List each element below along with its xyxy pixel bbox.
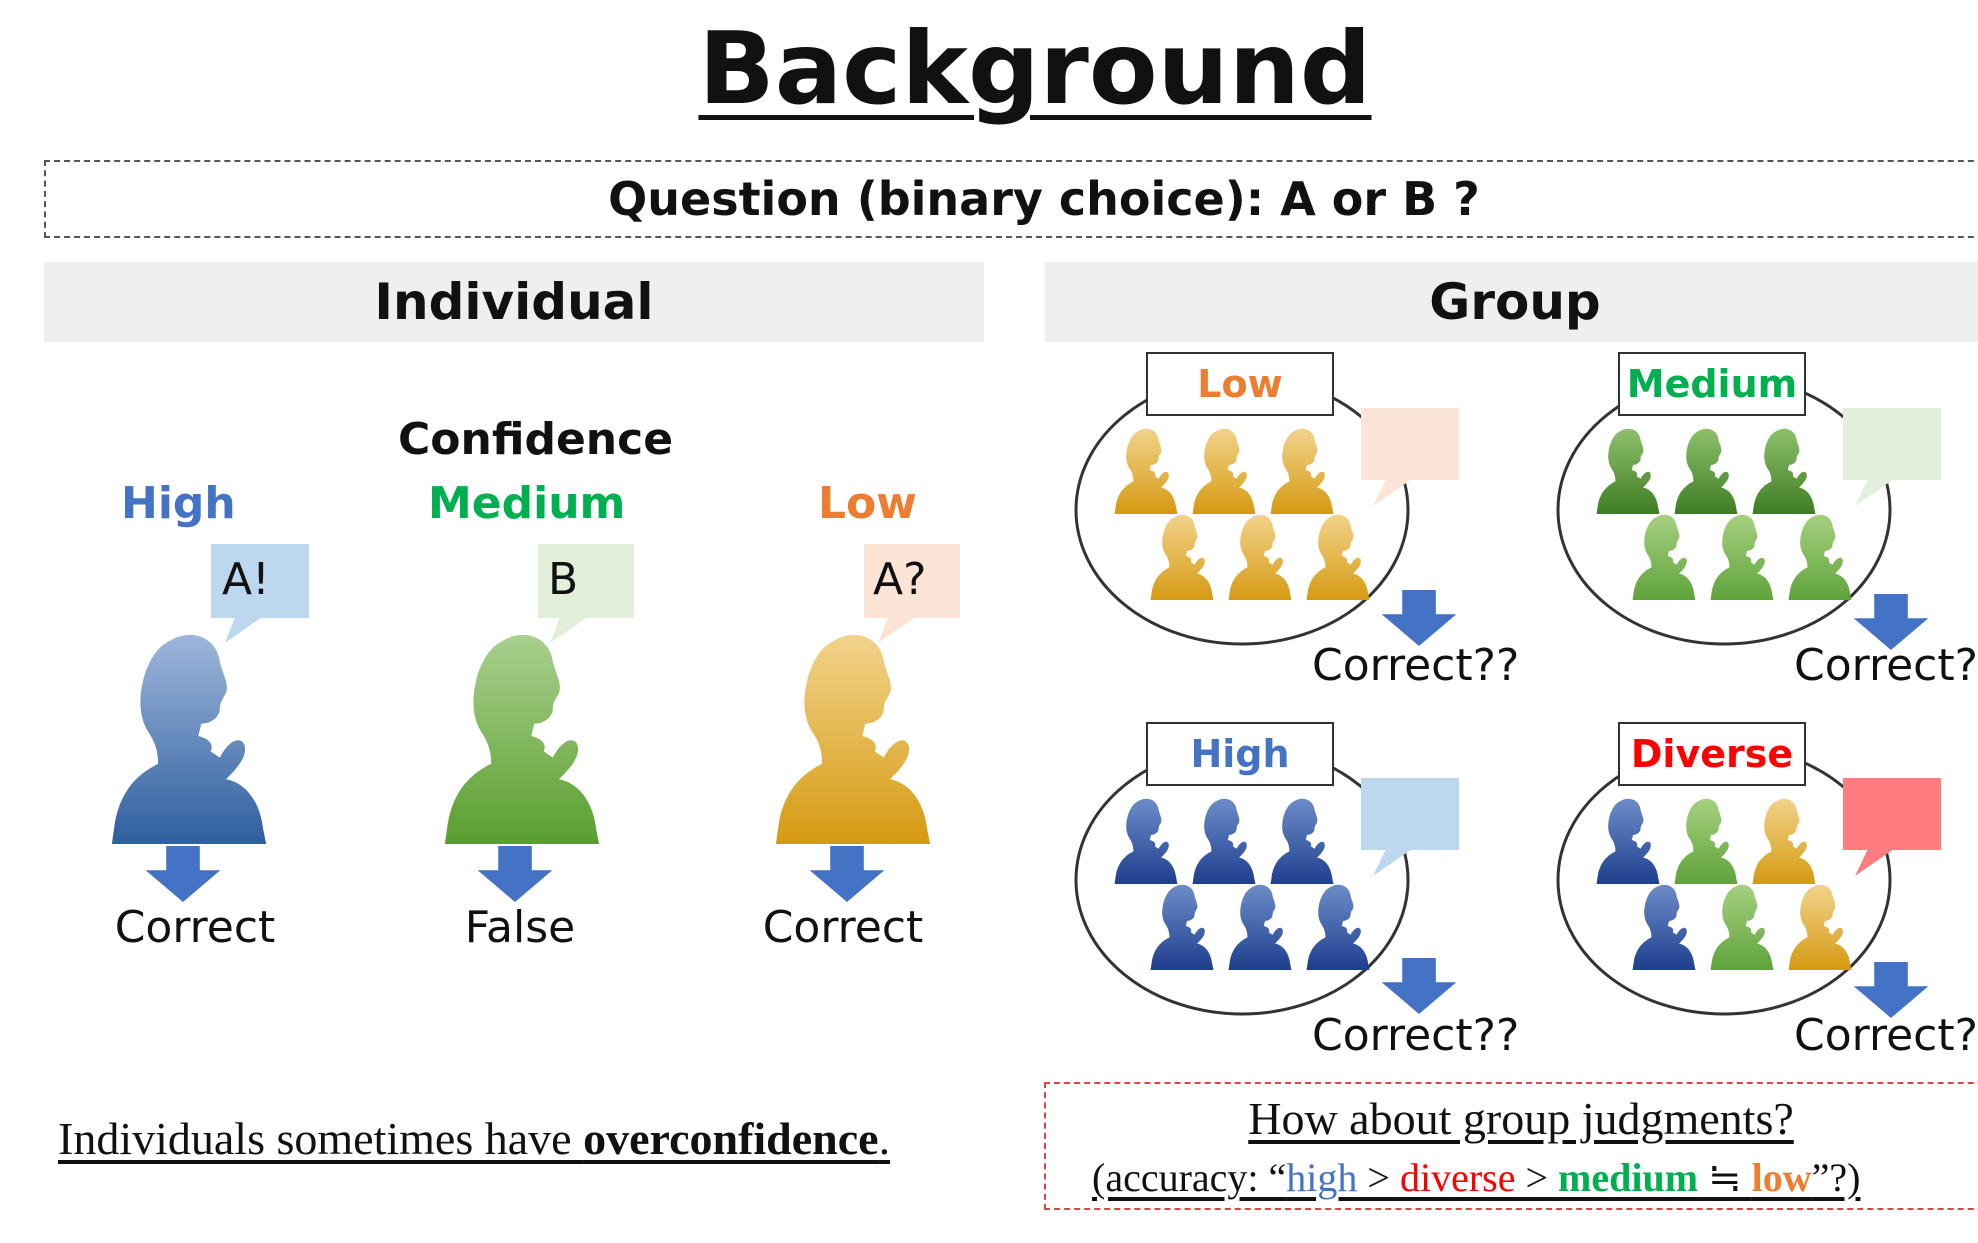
thinking-person-icon-low xyxy=(775,634,931,844)
accuracy-gt2: > xyxy=(1515,1155,1559,1200)
level-label-medium: Medium xyxy=(428,478,626,529)
result-low: Correct xyxy=(762,902,924,953)
group-question-line1: How about group judgments? xyxy=(1248,1093,1794,1144)
speech-bubble-medium xyxy=(538,544,634,643)
thinking-person-icon-medium xyxy=(444,634,600,844)
individual-note: Individuals sometimes have overconfidenc… xyxy=(58,1112,890,1165)
page-title: Background xyxy=(698,10,1372,127)
answer-text-low: A? xyxy=(873,554,927,605)
group-label-low: Low xyxy=(1146,352,1334,416)
down-arrow-icon xyxy=(477,846,553,902)
accuracy-high: high xyxy=(1286,1155,1358,1200)
accuracy-diverse: diverse xyxy=(1399,1155,1516,1200)
down-arrow-icon xyxy=(145,846,221,902)
individual-note-suffix: . xyxy=(878,1113,891,1164)
answer-text-high: A! xyxy=(222,554,270,605)
individual-note-emphasis: overconfidence xyxy=(583,1113,879,1164)
question-box: Question (binary choice): A or B ? xyxy=(44,160,1978,238)
speech-bubble-low xyxy=(864,544,960,643)
group-diverse xyxy=(1556,744,1941,1018)
level-label-low: Low xyxy=(818,478,917,529)
accuracy-gt1: > xyxy=(1357,1155,1400,1200)
level-label-high: High xyxy=(121,478,236,529)
group-question-line2: (accuracy: “high > diverse > medium ≒ lo… xyxy=(1092,1154,1860,1201)
accuracy-open: (accuracy: “ xyxy=(1092,1155,1287,1200)
group-label-high: High xyxy=(1146,722,1334,786)
accuracy-approx: ≒ xyxy=(1698,1155,1752,1200)
accuracy-medium: medium xyxy=(1558,1155,1699,1200)
individual-header: Individual xyxy=(44,262,984,342)
speech-bubble-high xyxy=(211,544,309,643)
group-header: Group xyxy=(1045,262,1978,342)
group-question-box: How about group judgments? (accuracy: “h… xyxy=(1044,1082,1978,1210)
accuracy-close: ”?) xyxy=(1811,1155,1861,1200)
confidence-label: Confidence xyxy=(398,414,674,465)
group-result-diverse: Correct?? xyxy=(1794,1010,1978,1061)
result-medium: False xyxy=(464,902,576,953)
group-high xyxy=(1074,744,1459,1016)
group-result-medium: Correct?? xyxy=(1794,640,1978,691)
group-medium xyxy=(1556,374,1941,650)
group-label-diverse: Diverse xyxy=(1618,722,1806,786)
individual-note-prefix: Individuals sometimes have xyxy=(58,1113,584,1164)
group-result-high: Correct?? xyxy=(1312,1010,1520,1061)
group-label-medium: Medium xyxy=(1618,352,1806,416)
accuracy-low: low xyxy=(1751,1155,1812,1200)
group-result-low: Correct?? xyxy=(1312,640,1520,691)
thinking-person-icon-high xyxy=(111,634,267,844)
down-arrow-icon xyxy=(809,846,885,902)
group-low xyxy=(1074,374,1459,646)
result-high: Correct xyxy=(114,902,276,953)
answer-text-medium: B xyxy=(548,554,579,605)
